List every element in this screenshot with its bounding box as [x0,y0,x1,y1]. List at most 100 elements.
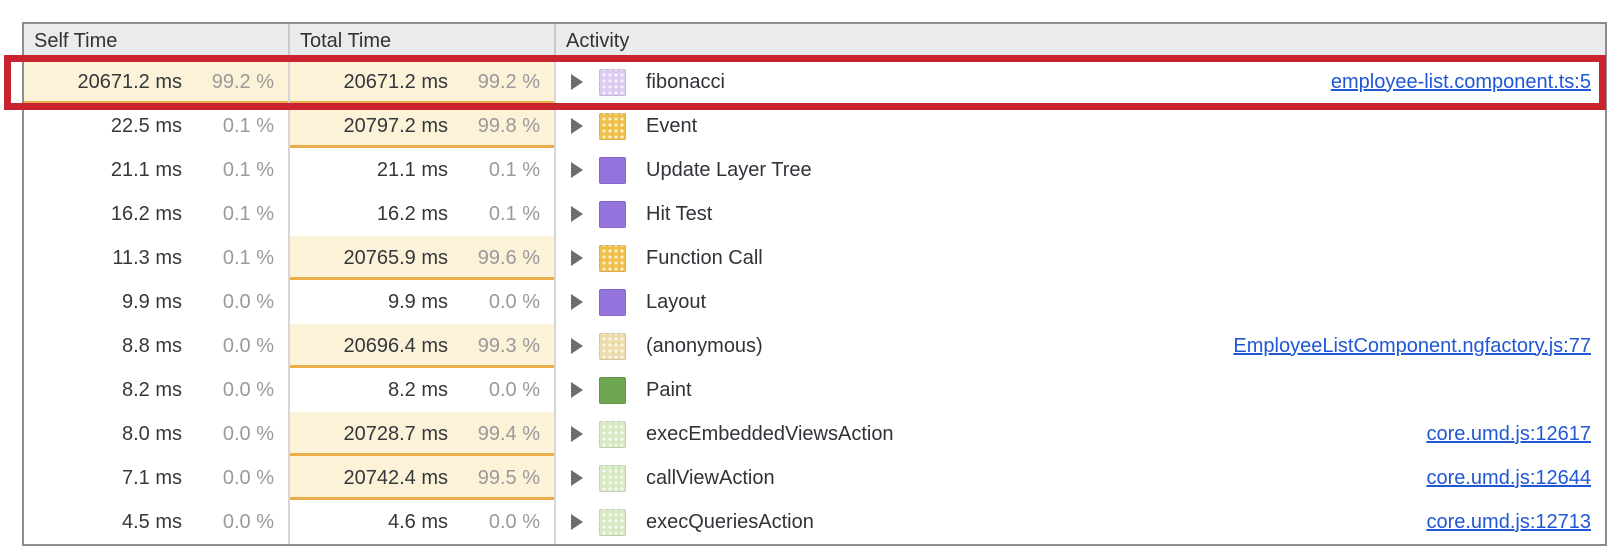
activity-label: (anonymous) [646,334,763,357]
total-time-value: 20728.7 ms [343,422,448,445]
rendering-swatch-icon [599,200,626,228]
table-row[interactable]: 20671.2 ms 99.2 % 20671.2 ms 99.2 % fibo… [24,60,1605,104]
self-time-value: 22.5 ms [110,114,182,137]
expand-chevron-icon[interactable] [571,118,583,134]
self-time-percent: 0.1 % [222,158,274,181]
source-location-link[interactable]: core.umd.js:12617 [1426,422,1591,445]
total-time-percent: 99.8 % [477,114,540,137]
total-time-value: 20765.9 ms [343,246,448,269]
total-time-value: 20696.4 ms [343,334,448,357]
expand-chevron-icon[interactable] [571,294,583,310]
table-row[interactable]: 8.8 ms 0.0 % 20696.4 ms 99.3 % (anonymou… [24,324,1605,368]
self-time-percent: 0.0 % [222,290,274,313]
total-time-percent: 0.0 % [488,290,540,313]
total-time-percent: 0.1 % [488,202,540,225]
self-time-percent: 0.0 % [222,422,274,445]
activity-cell: callViewAction core.umd.js:12644 [556,456,1605,500]
activity-cell: fibonacci employee-list.component.ts:5 [556,60,1605,104]
total-time-value: 8.2 ms [387,378,448,401]
self-time-percent: 0.1 % [222,246,274,269]
expand-chevron-icon[interactable] [571,206,583,222]
total-time-cell: 8.2 ms 0.0 % [290,368,556,412]
activity-label: execQueriesAction [646,510,814,533]
self-time-value: 4.5 ms [121,510,182,533]
total-time-percent: 99.3 % [477,334,540,357]
total-time-cell: 9.9 ms 0.0 % [290,280,556,324]
expand-chevron-icon[interactable] [571,162,583,178]
expand-chevron-icon[interactable] [571,250,583,266]
activity-label: Layout [646,290,707,313]
total-time-value: 20742.4 ms [343,466,448,489]
activity-label: Function Call [646,246,763,269]
expand-chevron-icon[interactable] [571,426,583,442]
total-time-value: 21.1 ms [376,158,448,181]
activity-label: fibonacci [646,70,725,93]
total-time-value: 9.9 ms [387,290,448,313]
self-time-cell: 4.5 ms 0.0 % [24,500,290,544]
table-row[interactable]: 8.2 ms 0.0 % 8.2 ms 0.0 % Paint [24,368,1605,412]
activity-label: callViewAction [646,466,775,489]
source-location-link[interactable]: employee-list.component.ts:5 [1330,70,1591,93]
self-time-cell: 8.8 ms 0.0 % [24,324,290,368]
table-row[interactable]: 22.5 ms 0.1 % 20797.2 ms 99.8 % Event [24,104,1605,148]
table-row[interactable]: 11.3 ms 0.1 % 20765.9 ms 99.6 % Function… [24,236,1605,280]
activity-cell: Layout [556,280,1605,324]
self-time-percent: 0.1 % [222,202,274,225]
activity-label: Event [646,114,698,137]
expand-chevron-icon[interactable] [571,470,583,486]
function-swatch-icon [599,420,626,448]
source-location-link[interactable]: core.umd.js:12644 [1426,466,1591,489]
table-row[interactable]: 4.5 ms 0.0 % 4.6 ms 0.0 % execQueriesAct… [24,500,1605,544]
table-row[interactable]: 16.2 ms 0.1 % 16.2 ms 0.1 % Hit Test [24,192,1605,236]
column-header-total-time[interactable]: Total Time [290,24,556,58]
self-time-cell: 21.1 ms 0.1 % [24,148,290,192]
self-time-value: 8.8 ms [121,334,182,357]
js-frame-swatch-icon [599,68,626,96]
column-header-activity[interactable]: Activity [566,29,630,52]
self-time-cell: 16.2 ms 0.1 % [24,192,290,236]
self-time-value: 21.1 ms [110,158,182,181]
self-time-value: 16.2 ms [110,202,182,225]
total-time-percent: 99.2 % [477,70,540,93]
self-time-percent: 0.0 % [222,334,274,357]
expand-chevron-icon[interactable] [571,338,583,354]
activity-cell: Function Call [556,236,1605,280]
self-time-value: 9.9 ms [121,290,182,313]
table-row[interactable]: 7.1 ms 0.0 % 20742.4 ms 99.5 % callViewA… [24,456,1605,500]
total-time-percent: 99.6 % [477,246,540,269]
self-time-value: 11.3 ms [112,246,182,269]
total-time-cell: 20728.7 ms 99.4 % [290,412,556,456]
total-time-cell: 16.2 ms 0.1 % [290,192,556,236]
table-row[interactable]: 8.0 ms 0.0 % 20728.7 ms 99.4 % execEmbed… [24,412,1605,456]
table-row[interactable]: 21.1 ms 0.1 % 21.1 ms 0.1 % Update Layer… [24,148,1605,192]
source-location-link[interactable]: core.umd.js:12713 [1426,510,1591,533]
activity-label: Paint [646,378,692,401]
self-time-percent: 0.0 % [222,510,274,533]
column-header-self-time[interactable]: Self Time [24,24,290,58]
expand-chevron-icon[interactable] [571,514,583,530]
self-time-value: 8.2 ms [121,378,182,401]
self-time-cell: 20671.2 ms 99.2 % [24,60,290,104]
table-row[interactable]: 9.9 ms 0.0 % 9.9 ms 0.0 % Layout [24,280,1605,324]
self-time-percent: 0.0 % [222,378,274,401]
total-time-cell: 20696.4 ms 99.3 % [290,324,556,368]
total-time-percent: 0.0 % [488,510,540,533]
total-time-cell: 21.1 ms 0.1 % [290,148,556,192]
activity-cell: Event [556,104,1605,148]
self-time-percent: 0.0 % [222,466,274,489]
total-time-cell: 20765.9 ms 99.6 % [290,236,556,280]
function-swatch-icon [599,464,626,492]
source-location-link[interactable]: EmployeeListComponent.ngfactory.js:77 [1233,334,1591,357]
self-time-cell: 11.3 ms 0.1 % [24,236,290,280]
activity-cell: execQueriesAction core.umd.js:12713 [556,500,1605,544]
total-time-cell: 4.6 ms 0.0 % [290,500,556,544]
expand-chevron-icon[interactable] [571,382,583,398]
self-time-value: 8.0 ms [121,422,182,445]
total-time-cell: 20671.2 ms 99.2 % [290,60,556,104]
self-time-value: 20671.2 ms [77,70,182,93]
expand-chevron-icon[interactable] [571,74,583,90]
rendering-swatch-icon [599,156,626,184]
activity-label: execEmbeddedViewsAction [646,422,894,445]
total-time-percent: 0.0 % [488,378,540,401]
self-time-cell: 7.1 ms 0.0 % [24,456,290,500]
